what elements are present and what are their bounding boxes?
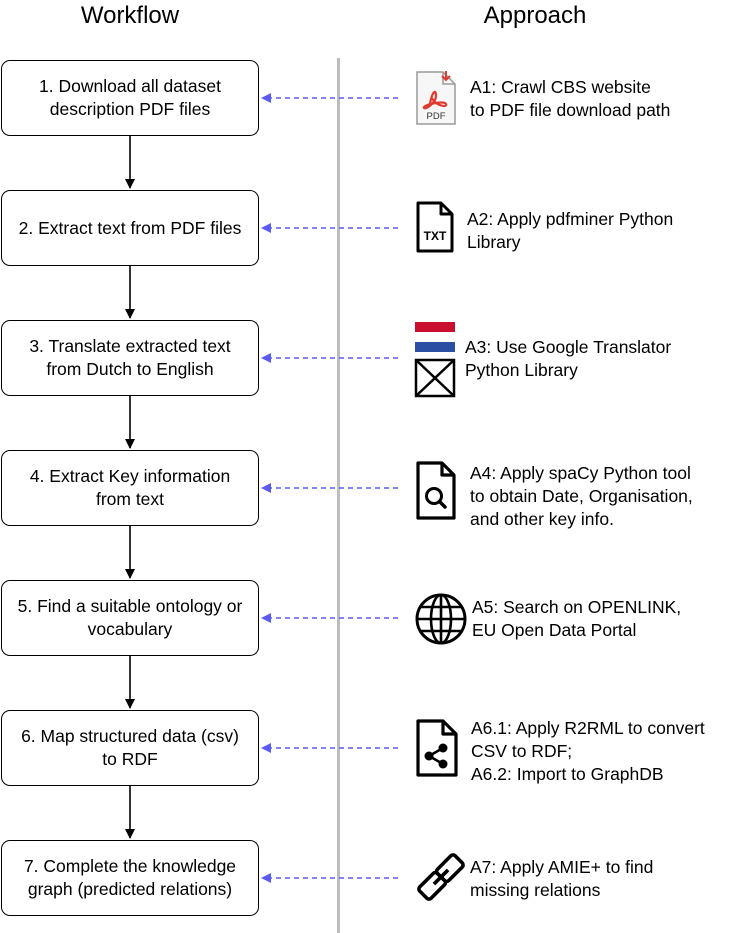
file-search-icon — [416, 461, 456, 520]
approach-text-4: A4: Apply spaCy Python tool to obtain Da… — [470, 463, 693, 529]
approach-text-2: A2: Apply pdfminer Python Library — [467, 209, 674, 252]
txt-icon-label: TXT — [424, 229, 447, 243]
file-share-icon — [416, 719, 458, 777]
approach-text-6: A6.1: Apply R2RML to convert CSV to RDF;… — [471, 718, 705, 784]
workflow-step-7: 7. Complete the knowledge graph (predict… — [1, 840, 259, 916]
column-divider — [337, 58, 340, 933]
approach-text-5: A5: Search on OPENLINK, EU Open Data Por… — [472, 597, 682, 640]
workflow-step-4: 4. Extract Key information from text — [1, 450, 259, 526]
workflow-step-2: 2. Extract text from PDF files — [1, 190, 259, 266]
workflow-step-1: 1. Download all dataset description PDF … — [1, 60, 259, 136]
workflow-heading: Workflow — [80, 2, 180, 29]
globe-icon — [415, 593, 467, 645]
workflow-step-3: 3. Translate extracted text from Dutch t… — [1, 320, 259, 396]
approach-text-7: A7: Apply AMIE+ to find missing relation… — [470, 857, 654, 900]
approach-heading: Approach — [483, 2, 587, 29]
approach-text-1: A1: Crawl CBS website to PDF file downlo… — [470, 77, 671, 120]
workflow-step-6: 6. Map structured data (csv) to RDF — [1, 710, 259, 786]
txt-file-icon: TXT — [416, 201, 454, 253]
pdf-file-icon: PDF — [416, 71, 456, 125]
approach-text-3: A3: Use Google Translator Python Library — [465, 337, 672, 380]
dutch-flag-icon — [414, 322, 456, 398]
link-icon — [417, 853, 465, 901]
pdf-icon-label: PDF — [427, 111, 446, 122]
workflow-step-5: 5. Find a suitable ontology or vocabular… — [1, 580, 259, 656]
